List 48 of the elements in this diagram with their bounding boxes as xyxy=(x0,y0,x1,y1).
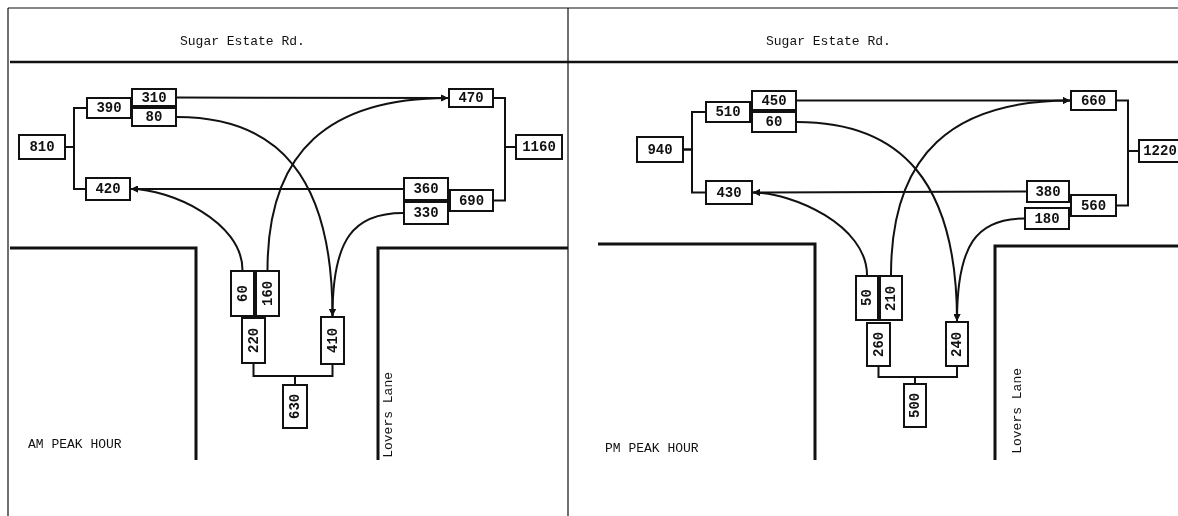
traffic-arrow xyxy=(953,217,1025,322)
bracket-line xyxy=(683,148,706,194)
volume-box: 810 xyxy=(18,134,66,160)
bracket-line xyxy=(493,146,516,202)
volume-box: 210 xyxy=(879,275,903,321)
volume-box: 1220 xyxy=(1138,139,1178,163)
panel-title: AM PEAK HOUR xyxy=(28,437,122,452)
volume-box: 430 xyxy=(705,180,753,205)
traffic-arrow xyxy=(752,189,868,276)
traffic-arrow xyxy=(329,212,404,317)
volume-box: 360 xyxy=(403,177,449,201)
traffic-arrow xyxy=(130,185,244,271)
volume-box: 80 xyxy=(131,107,177,127)
bracket-line xyxy=(1116,150,1139,207)
bracket-line xyxy=(914,366,958,384)
volume-box: 450 xyxy=(751,90,797,111)
volume-box: 500 xyxy=(903,383,927,428)
volume-box: 60 xyxy=(230,270,255,317)
volume-box: 160 xyxy=(255,270,280,317)
volume-box: 50 xyxy=(855,275,879,321)
traffic-arrow xyxy=(890,97,1071,276)
volume-box: 330 xyxy=(403,201,449,225)
volume-box: 180 xyxy=(1024,207,1070,230)
road-name: Lovers Lane xyxy=(1010,368,1025,454)
volume-box: 630 xyxy=(282,384,308,429)
volume-box: 420 xyxy=(85,177,131,201)
volume-box: 410 xyxy=(320,316,345,365)
volume-box: 310 xyxy=(131,88,177,107)
volume-box: 940 xyxy=(636,136,684,163)
volume-box: 240 xyxy=(945,321,969,367)
road-name: Lovers Lane xyxy=(381,372,396,458)
volume-box: 690 xyxy=(449,189,494,212)
volume-box: 260 xyxy=(866,322,891,367)
volume-box: 510 xyxy=(705,101,751,123)
road-name: Sugar Estate Rd. xyxy=(180,34,305,49)
volume-box: 220 xyxy=(241,317,266,364)
panel-title: PM PEAK HOUR xyxy=(605,441,699,456)
volume-box: 470 xyxy=(448,88,494,108)
road-name: Sugar Estate Rd. xyxy=(766,34,891,49)
volume-box: 1160 xyxy=(515,134,563,160)
traffic-arrow xyxy=(266,94,449,271)
volume-box: 560 xyxy=(1070,194,1117,217)
volume-box: 60 xyxy=(751,111,797,133)
volume-box: 380 xyxy=(1026,180,1070,203)
traffic-arrow xyxy=(176,116,336,317)
traffic-arrow xyxy=(752,188,1027,196)
volume-box: 660 xyxy=(1070,90,1117,111)
volume-box: 390 xyxy=(86,97,132,119)
